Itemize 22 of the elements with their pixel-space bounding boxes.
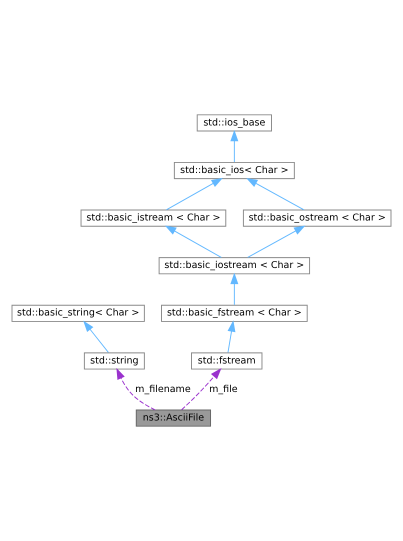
arrow [246, 178, 304, 210]
arrow [247, 226, 306, 258]
arrow [230, 130, 238, 162]
edge-label: m_filename [135, 384, 191, 395]
arrow [166, 178, 223, 210]
node-box: std::basic_ios< Char > [174, 162, 295, 180]
node-box: std::string [84, 352, 145, 370]
arrow [164, 226, 222, 258]
node-box: ns3::AsciiFile [136, 410, 212, 427]
node-box: std::basic_istream < Char > [80, 210, 226, 227]
edge-label: m_file [209, 384, 238, 395]
node-box: std::basic_string< Char > [12, 304, 145, 322]
node-box: std::basic_ostream < Char > [242, 210, 392, 227]
node-box: std::basic_iostream < Char > [158, 257, 310, 274]
arrow [230, 272, 238, 306]
arrow [83, 320, 109, 353]
arrow [181, 368, 222, 410]
node-box: std::fstream [191, 352, 262, 370]
arrow [116, 368, 156, 410]
arrow [228, 320, 236, 353]
node-box: std::basic_fstream < Char > [161, 304, 308, 322]
node-box: std::ios_base [196, 114, 272, 132]
